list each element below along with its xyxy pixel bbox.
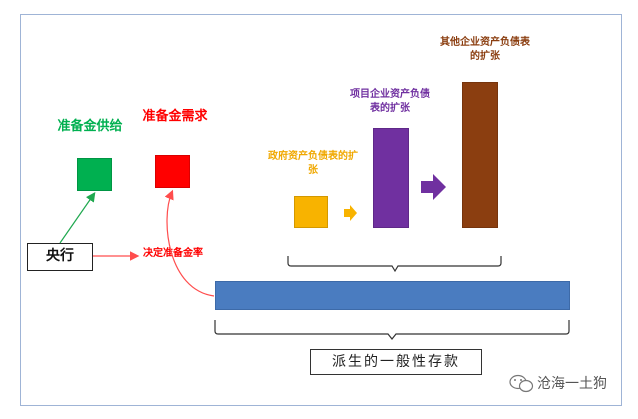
gov-balance-sheet-bar xyxy=(294,196,328,228)
demand-curve-arrow xyxy=(164,189,215,297)
reserve-demand-label: 准备金需求 xyxy=(142,109,208,124)
central-bank-box: 央行 xyxy=(27,243,93,271)
reserve-demand-box xyxy=(155,155,190,188)
top-brace xyxy=(287,256,502,273)
derivative-deposit-label: 派生的一般性存款 xyxy=(310,349,482,375)
project-balance-sheet-bar xyxy=(373,128,409,228)
watermark-text: 沧海一土狗 xyxy=(537,376,607,392)
watermark: 沧海一土狗 xyxy=(505,371,625,393)
reserve-supply-label: 准备金供给 xyxy=(57,119,123,134)
gov-balance-sheet-label: 政府资产负债表的扩张 xyxy=(268,151,358,176)
bottom-brace xyxy=(214,320,570,340)
wechat-icon xyxy=(509,374,534,393)
project-balance-sheet-label: 项目企业资产负债表的扩张 xyxy=(350,89,430,114)
other-balance-sheet-bar xyxy=(462,82,498,228)
other-balance-sheet-label: 其他企业资产负债表的扩张 xyxy=(440,37,530,62)
small-orange-arrow xyxy=(344,205,357,221)
supply-arrow xyxy=(59,192,96,244)
derivative-deposit-bar xyxy=(215,281,570,310)
decide-reserve-rate-label: 决定准备金率 xyxy=(143,248,203,259)
purple-arrow xyxy=(421,174,446,200)
reserve-supply-box xyxy=(77,158,112,191)
